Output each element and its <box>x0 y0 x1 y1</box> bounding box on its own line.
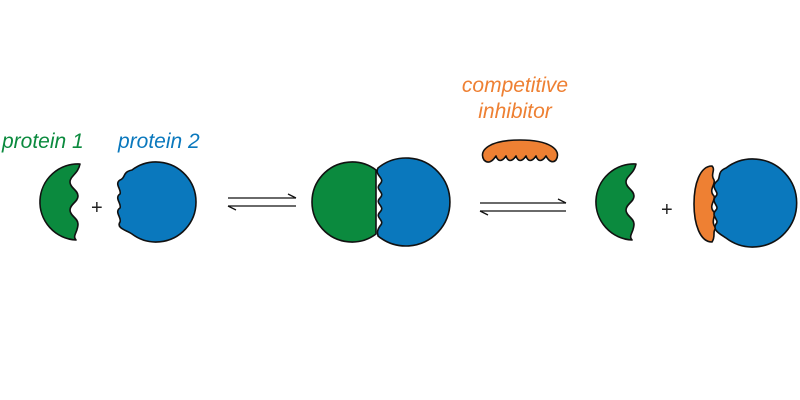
complex-protein-1-shape <box>311 161 377 243</box>
inhibitor-shape <box>481 139 559 163</box>
bound-inhibitor-shape <box>693 165 717 243</box>
protein-2-label: protein 2 <box>118 130 200 153</box>
free-protein-1-shape <box>595 163 637 241</box>
complex-protein-2-shape <box>376 157 451 247</box>
plus-sign: + <box>91 197 103 219</box>
competitive-inhibitor-label: competitive inhibitor <box>461 74 569 123</box>
protein-1-shape <box>39 163 81 241</box>
inhibited-protein-2-shape <box>713 158 798 248</box>
protein-2-shape <box>116 161 197 243</box>
protein-1-label: protein 1 <box>2 130 84 153</box>
equilibrium-arrows-2 <box>479 198 567 216</box>
equilibrium-arrows-1 <box>227 193 297 211</box>
plus-sign-2: + <box>661 199 673 221</box>
